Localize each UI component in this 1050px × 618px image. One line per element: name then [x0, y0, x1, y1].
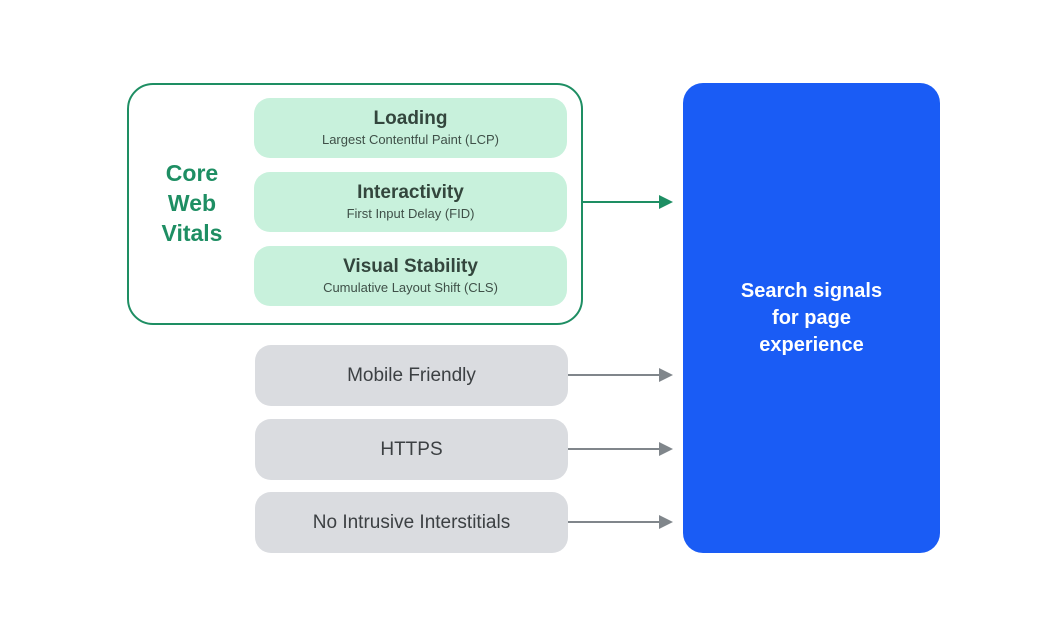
arrow-line — [568, 373, 659, 377]
arrow-head-icon — [659, 368, 673, 382]
arrow-head-icon — [659, 195, 673, 209]
arrow-line — [568, 447, 659, 451]
metric-box-loading: Loading Largest Contentful Paint (LCP) — [254, 98, 567, 158]
search-signals-label: Search signals for page experience — [740, 279, 883, 356]
metric-subtitle-fid: First Input Delay (FID) — [346, 206, 475, 222]
signal-box-no-intrusive-interstitials: No Intrusive Interstitials — [255, 492, 568, 553]
arrow-mobile-friendly-to-result — [568, 368, 673, 382]
signal-label-no-intrusive-interstitials: No Intrusive Interstitials — [312, 511, 511, 533]
arrow-line — [581, 200, 659, 204]
arrow-head-icon — [659, 442, 673, 456]
core-web-vitals-label: Core Web Vitals — [161, 160, 223, 246]
metric-subtitle-lcp: Largest Contentful Paint (LCP) — [321, 132, 500, 148]
signal-label-mobile-friendly: Mobile Friendly — [347, 364, 476, 386]
arrow-head-icon — [659, 515, 673, 529]
metric-title-visual-stability: Visual Stability — [343, 256, 478, 278]
metric-subtitle-cls: Cumulative Layout Shift (CLS) — [323, 280, 498, 296]
metric-title-interactivity: Interactivity — [357, 182, 464, 204]
signal-label-https: HTTPS — [380, 438, 443, 460]
arrow-line — [568, 520, 659, 524]
arrow-no-intrusive-interstitials-to-result — [568, 515, 673, 529]
metric-box-visual-stability: Visual Stability Cumulative Layout Shift… — [254, 246, 567, 306]
signal-box-https: HTTPS — [255, 419, 568, 480]
core-web-vitals-group: Core Web Vitals Loading Largest Contentf… — [127, 83, 583, 325]
metric-box-interactivity: Interactivity First Input Delay (FID) — [254, 172, 567, 232]
arrow-core-web-vitals-to-result — [581, 195, 673, 209]
signal-box-mobile-friendly: Mobile Friendly — [255, 345, 568, 406]
search-signals-result-box: Search signals for page experience — [683, 83, 940, 553]
metric-title-loading: Loading — [373, 108, 448, 130]
arrow-https-to-result — [568, 442, 673, 456]
